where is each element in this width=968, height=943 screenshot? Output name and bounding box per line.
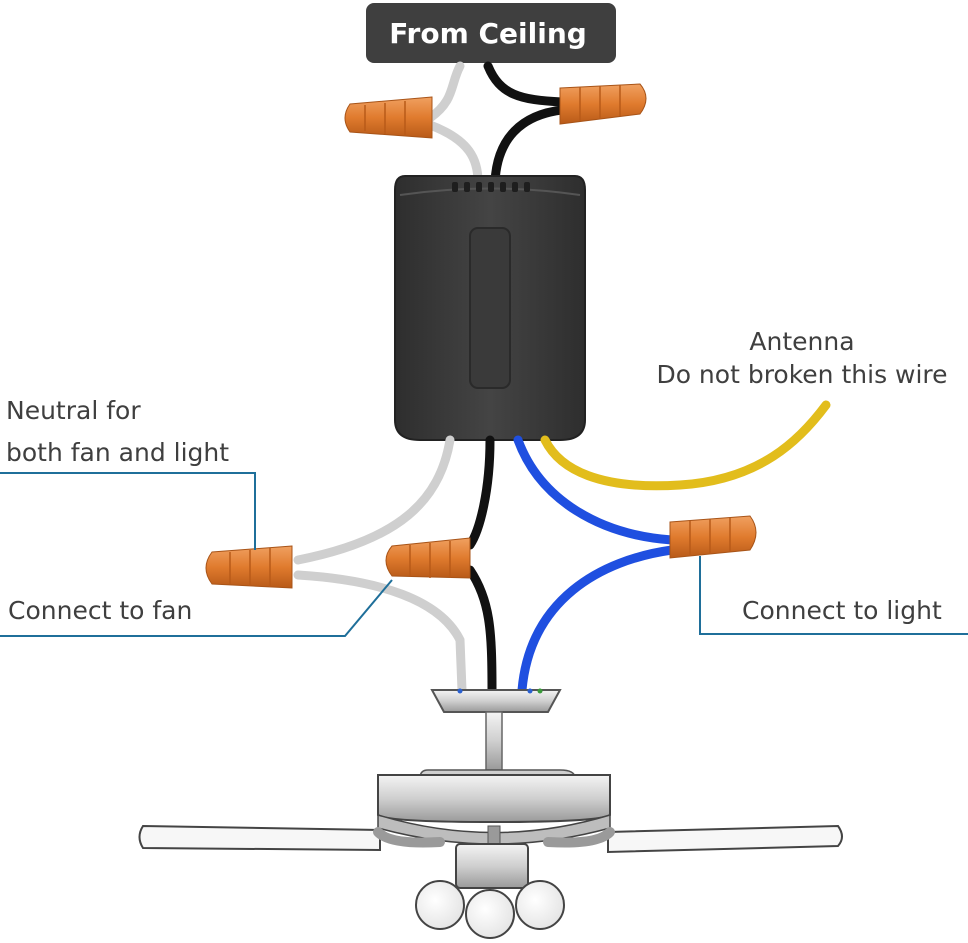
light-bulb-right	[515, 880, 565, 930]
light-wire-to-fan	[517, 545, 677, 695]
antenna-label-line2: Do not broken this wire	[656, 360, 947, 389]
neutral-leader-line	[0, 472, 256, 550]
fan-blade-left	[138, 824, 381, 852]
lower-wires	[293, 435, 677, 695]
ceiling-hot-wire-in	[483, 61, 567, 107]
receiver-label-slot	[469, 227, 511, 389]
fan-blade-right	[607, 824, 843, 854]
antenna-label-line1: Antenna	[749, 327, 854, 356]
fan-downrod	[485, 711, 503, 771]
ceiling-neutral-wire-out	[425, 120, 483, 187]
receiver-box	[394, 175, 586, 441]
neutral-wire-to-nut	[293, 435, 455, 565]
ceiling-neutral-wire-in	[425, 61, 465, 123]
title-badge: From Ceiling	[366, 3, 616, 63]
ceiling-wires	[425, 61, 567, 187]
receiver-vents	[452, 182, 530, 192]
light-kit-housing	[455, 843, 529, 889]
antenna-wire	[540, 400, 831, 491]
light-bulb-left	[415, 880, 465, 930]
neutral-label-line1: Neutral for	[6, 396, 141, 425]
top-right-wire-nut	[559, 83, 647, 125]
neutral-wire-nut	[205, 545, 293, 589]
hot-wire-to-fan	[465, 565, 497, 695]
connect-light-label: Connect to light	[742, 596, 942, 625]
leader-lines	[0, 472, 968, 637]
light-wire-to-nut	[513, 435, 677, 545]
fan-canopy-plate	[430, 689, 562, 713]
neutral-wire-to-fan	[293, 570, 467, 695]
ceiling-fan	[138, 688, 843, 939]
fan-motor-housing	[377, 774, 611, 824]
ceiling-hot-wire-out	[490, 105, 567, 187]
light-bulb-center	[465, 889, 515, 939]
top-left-wire-nut	[344, 96, 433, 139]
hot-wire-to-nut	[465, 435, 495, 550]
connect-fan-label: Connect to fan	[8, 596, 192, 625]
neutral-label-line2: both fan and light	[6, 438, 229, 467]
title-text: From Ceiling	[389, 17, 587, 50]
light-leader-line	[699, 556, 968, 635]
light-wire-nut	[669, 515, 757, 559]
fan-wire-nut	[385, 537, 471, 579]
fan-leader-line	[0, 579, 393, 637]
title-badge-background	[366, 3, 616, 63]
